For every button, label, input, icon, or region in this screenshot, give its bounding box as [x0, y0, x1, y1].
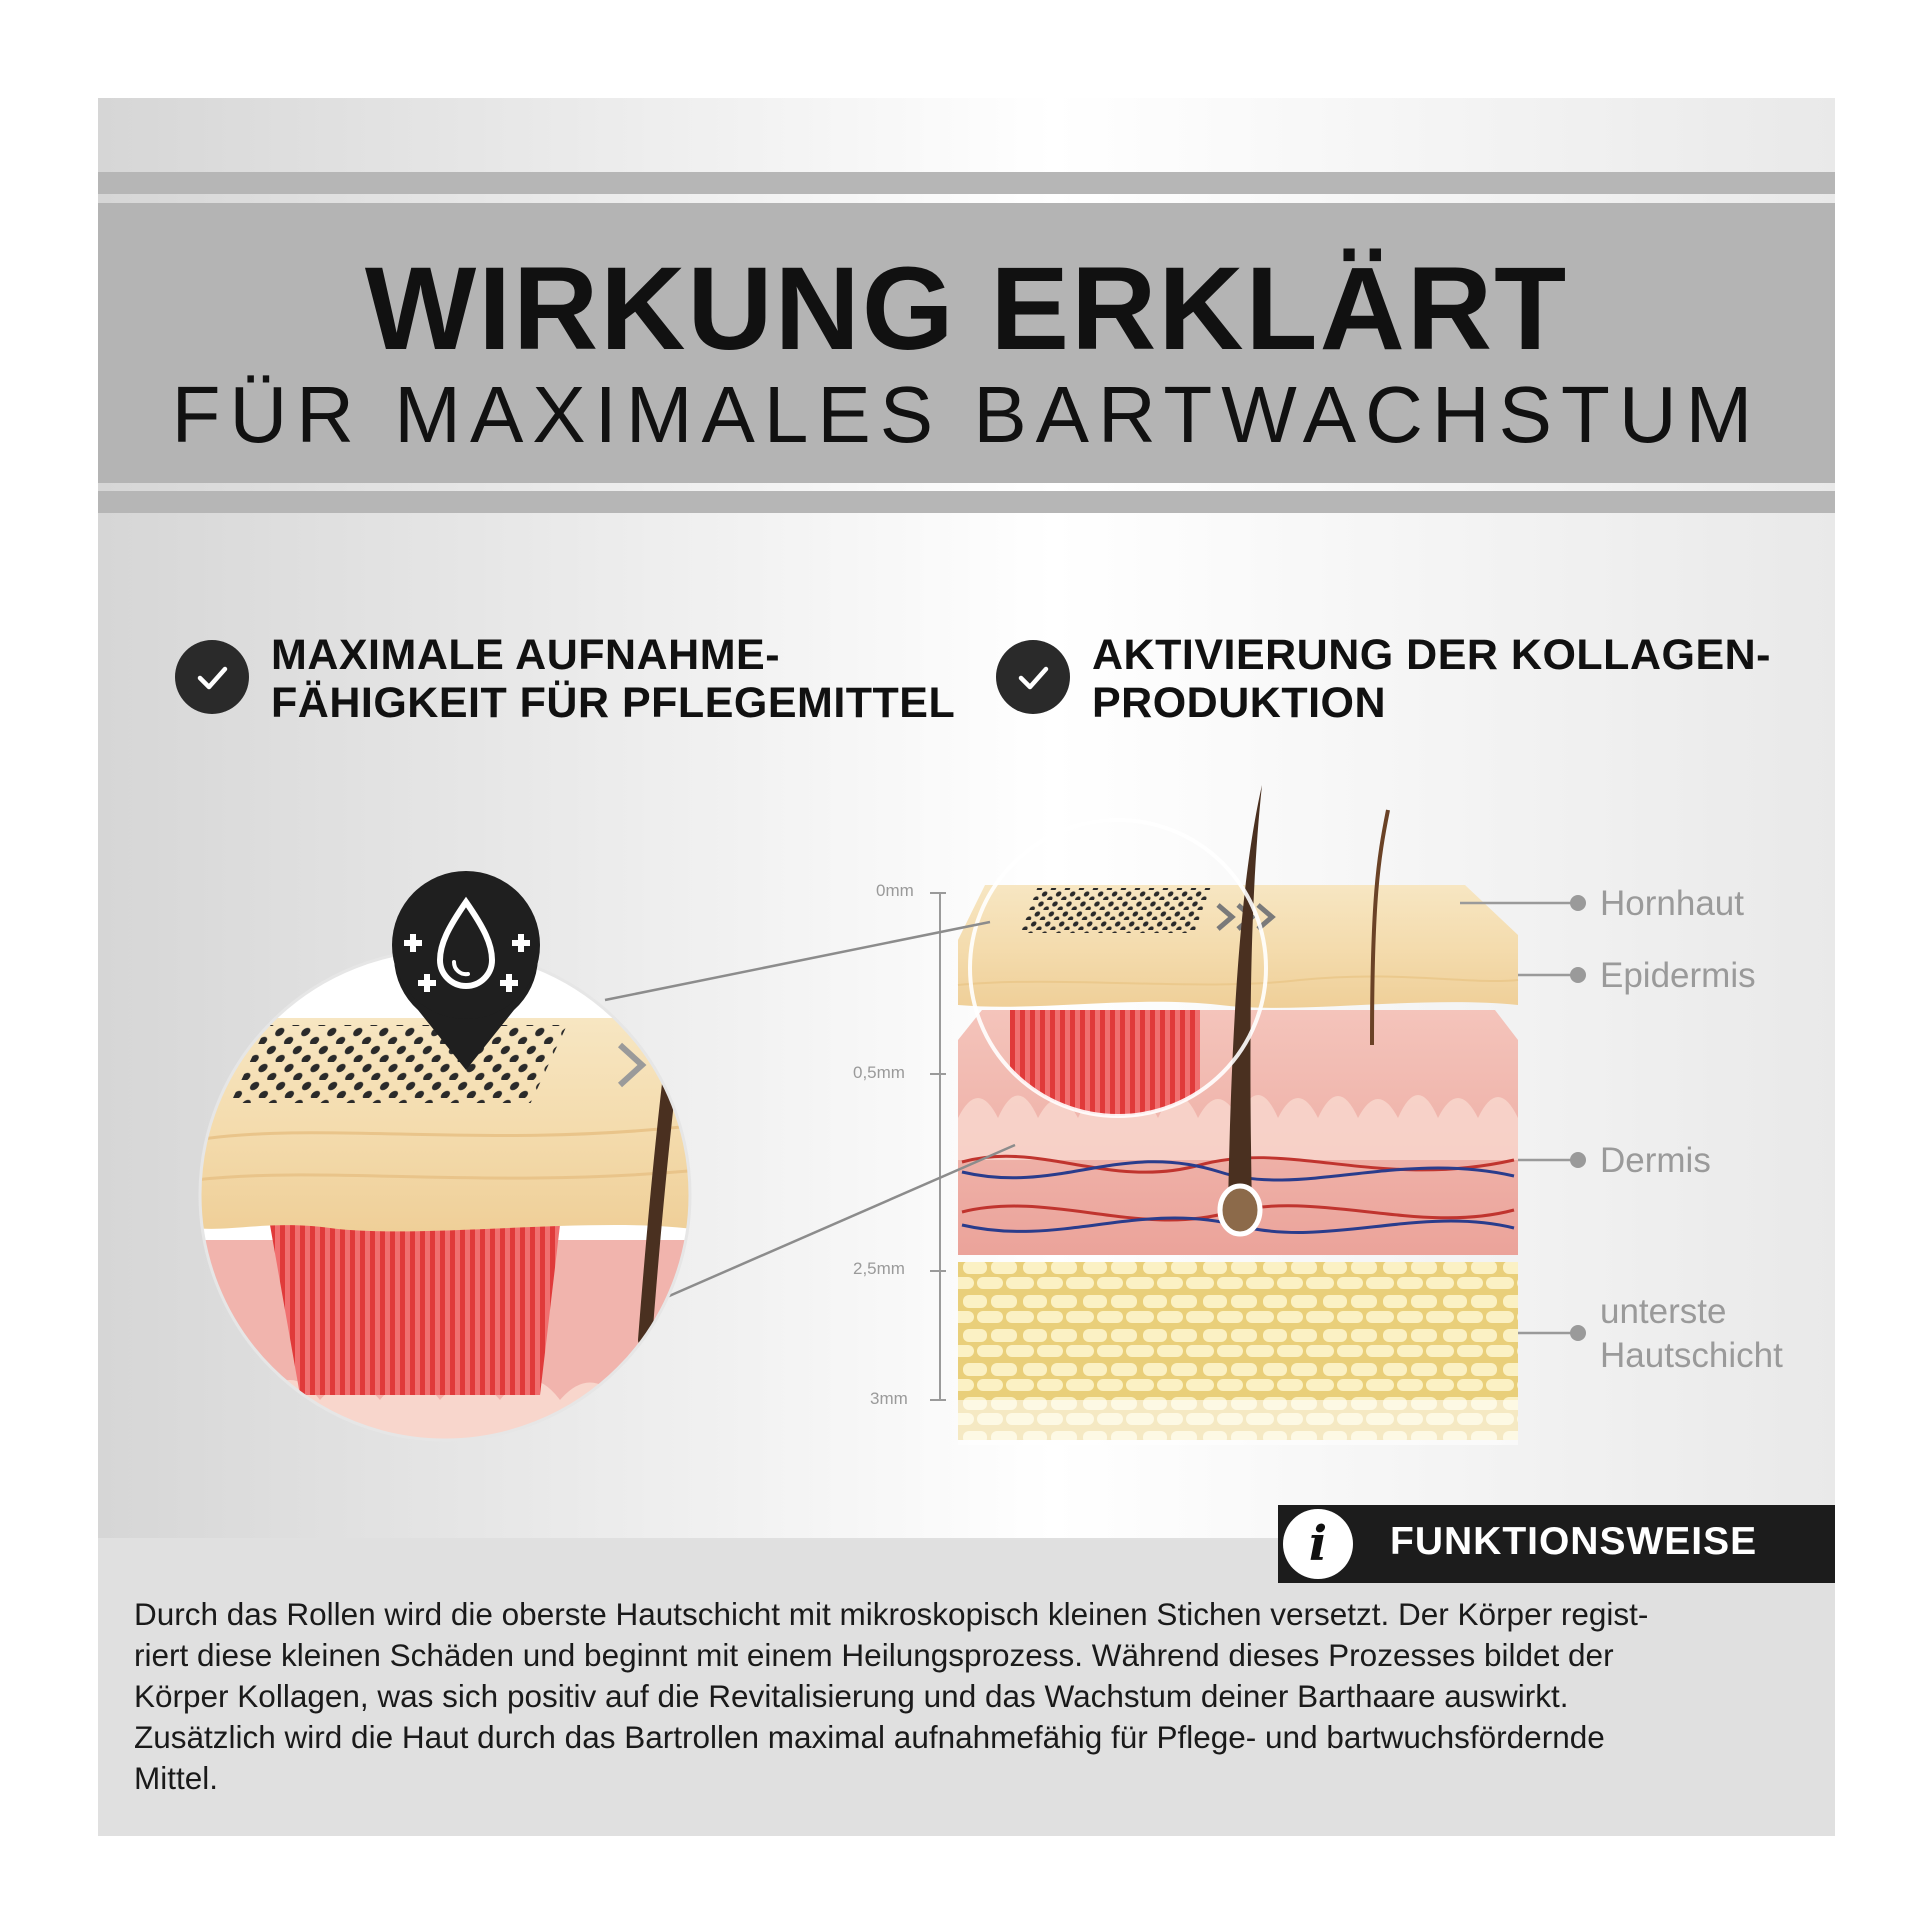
scale-label-0mm: 0mm [876, 881, 914, 900]
scale-label-3mm: 3mm [870, 1389, 908, 1408]
info-icon: i [1283, 1509, 1353, 1579]
skin-diagram [198, 785, 1586, 1445]
check-icon [175, 640, 249, 714]
layer-label-unterste-hautschicht: unterste Hautschicht [1600, 1292, 1783, 1375]
scale-label-0-5mm: 0,5mm [853, 1063, 905, 1082]
header: WIRKUNG ERKLÄRT FÜR MAXIMALES BARTWACHST… [98, 203, 1835, 483]
info-title: FUNKTIONSWEISE [1390, 1520, 1758, 1563]
bottom-divider [98, 491, 1835, 513]
depth-scale [930, 892, 946, 1401]
layer-label-hornhaut: Hornhaut [1600, 884, 1744, 923]
feature-collagen-label: AKTIVIERUNG DER KOLLAGEN- PRODUKTION [1092, 631, 1771, 727]
epidermis-layer [957, 885, 1519, 1008]
check-icon [996, 640, 1070, 714]
feature-collagen: AKTIVIERUNG DER KOLLAGEN- PRODUKTION [996, 631, 1771, 727]
feature-absorption-label: MAXIMALE AUFNAHME- FÄHIGKEIT FÜR PFLEGEM… [271, 631, 956, 727]
layer-label-dermis: Dermis [1600, 1141, 1711, 1180]
info-panel [98, 1538, 1835, 1836]
layer-leaders [1460, 895, 1586, 1341]
page-subtitle: FÜR MAXIMALES BARTWACHSTUM [171, 370, 1762, 459]
info-tab [1278, 1505, 1835, 1583]
scale-label-2-5mm: 2,5mm [853, 1259, 905, 1278]
feature-absorption: MAXIMALE AUFNAHME- FÄHIGKEIT FÜR PFLEGEM… [175, 631, 955, 727]
hair [1217, 785, 1390, 1237]
layer-label-epidermis: Epidermis [1600, 956, 1756, 995]
drop-pin-icon [392, 871, 540, 1070]
fat-layer [958, 1262, 1518, 1445]
page-title: WIRKUNG ERKLÄRT [364, 243, 1569, 375]
zoom-circle [198, 948, 692, 1442]
top-divider [98, 172, 1835, 194]
info-text: Durch das Rollen wird die oberste Hautsc… [134, 1596, 1649, 1796]
